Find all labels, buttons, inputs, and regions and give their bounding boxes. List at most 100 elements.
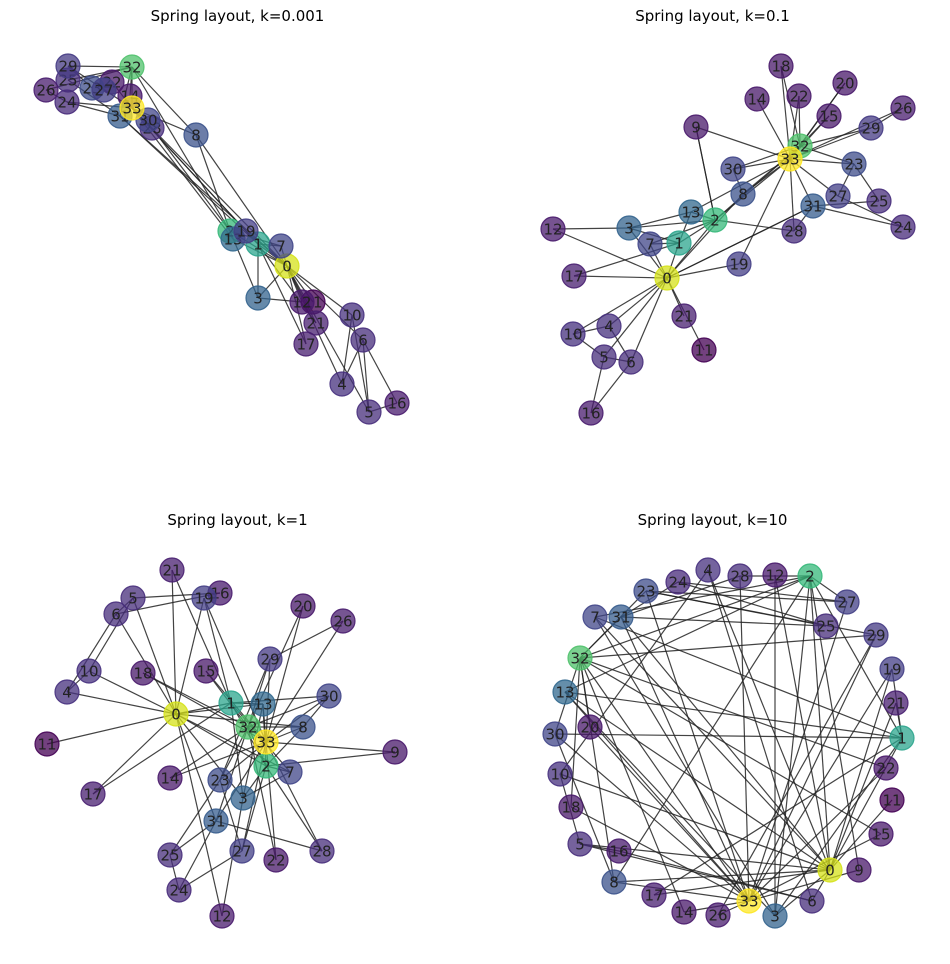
node-12: 12 <box>540 216 566 242</box>
node-11: 11 <box>691 337 717 363</box>
node-label: 20 <box>835 75 854 93</box>
node-32: 32 <box>567 645 593 671</box>
node-circle <box>799 888 825 914</box>
node-label: 8 <box>609 874 619 892</box>
panel-title: Spring layout, k=0.1 <box>635 7 790 25</box>
node-circle <box>841 151 867 177</box>
edge-0-6 <box>630 277 668 363</box>
node-circle <box>873 755 899 781</box>
node-circle <box>768 53 794 79</box>
node-label: 28 <box>730 568 749 586</box>
node-27: 27 <box>229 838 255 864</box>
node-9: 9 <box>382 739 408 765</box>
node-circle <box>601 869 627 895</box>
node-11: 11 <box>34 731 60 757</box>
node-circle <box>293 331 319 357</box>
node-label: 32 <box>238 719 257 737</box>
edge-22-32 <box>579 657 887 769</box>
node-circle <box>330 608 356 634</box>
node-circle <box>316 683 342 709</box>
node-6: 6 <box>350 327 376 353</box>
node-circle <box>183 122 209 148</box>
node-circle <box>744 86 770 112</box>
edge-22-32 <box>247 726 277 861</box>
node-label: 5 <box>364 404 374 422</box>
edge-20-33 <box>265 605 304 743</box>
node-circle <box>245 285 271 311</box>
edge-32-18 <box>780 65 801 147</box>
edge-2-27 <box>241 765 267 852</box>
edge-0-11 <box>46 713 177 745</box>
node-label: 23 <box>636 583 655 601</box>
node-circle <box>130 660 156 686</box>
node-label: 7 <box>645 236 655 254</box>
node-label: 21 <box>886 695 905 713</box>
node-circle <box>157 765 183 791</box>
node-29: 29 <box>863 622 889 648</box>
node-label: 2 <box>710 212 720 230</box>
node-label: 13 <box>681 204 700 222</box>
node-circle <box>567 645 593 671</box>
node-7: 7 <box>268 233 294 259</box>
node-label: 7 <box>285 764 295 782</box>
edge-4-6 <box>66 613 117 693</box>
node-circle <box>608 604 634 630</box>
edge-28-31 <box>215 820 323 852</box>
node-circle <box>382 739 408 765</box>
edge-0-8 <box>666 193 744 279</box>
edge-33-19 <box>738 158 791 265</box>
node-circle <box>250 691 276 717</box>
node-label: 21 <box>162 562 181 580</box>
node-label: 26 <box>36 82 55 100</box>
node-2: 2 <box>702 207 728 233</box>
node-31: 31 <box>203 808 229 834</box>
node-label: 10 <box>79 663 98 681</box>
node-circle <box>54 679 80 705</box>
node-21: 21 <box>883 690 909 716</box>
node-label: 31 <box>206 813 225 831</box>
node-30: 30 <box>720 156 746 182</box>
node-label: 6 <box>111 606 121 624</box>
node-circle <box>547 761 573 787</box>
edge-1-21 <box>171 569 232 704</box>
node-label: 29 <box>58 58 77 76</box>
node-32: 32 <box>235 714 261 740</box>
node-0: 0 <box>817 857 843 883</box>
node-23: 23 <box>841 151 867 177</box>
node-label: 0 <box>282 258 292 276</box>
node-31: 31 <box>800 193 826 219</box>
node-circle <box>191 585 217 611</box>
node-26: 26 <box>890 95 916 121</box>
node-10: 10 <box>560 321 586 347</box>
node-circle <box>119 95 145 121</box>
node-label: 29 <box>861 120 880 138</box>
node-5: 5 <box>591 344 617 370</box>
node-label: 30 <box>138 112 157 130</box>
node-circle <box>80 781 106 807</box>
node-15: 15 <box>193 658 219 684</box>
node-label: 5 <box>575 836 585 854</box>
node-1: 1 <box>666 230 692 256</box>
edge-1-30 <box>554 733 903 739</box>
node-0: 0 <box>163 701 189 727</box>
edge-1-30 <box>230 695 330 704</box>
node-29: 29 <box>257 646 283 672</box>
node-26: 26 <box>330 608 356 634</box>
node-circle <box>119 54 145 80</box>
node-circle <box>683 114 709 140</box>
node-label: 32 <box>122 59 141 77</box>
edge-31-33 <box>620 616 750 902</box>
node-label: 25 <box>160 847 179 865</box>
node-label: 18 <box>771 58 790 76</box>
node-label: 24 <box>169 882 188 900</box>
node-label: 27 <box>94 82 113 100</box>
node-30: 30 <box>542 721 568 747</box>
node-label: 7 <box>276 238 286 256</box>
node-16: 16 <box>578 400 604 426</box>
node-label: 4 <box>703 562 713 580</box>
edge-26-29 <box>717 634 877 916</box>
node-13: 13 <box>552 679 578 705</box>
edge-8-30 <box>554 733 615 883</box>
node-label: 29 <box>260 651 279 669</box>
